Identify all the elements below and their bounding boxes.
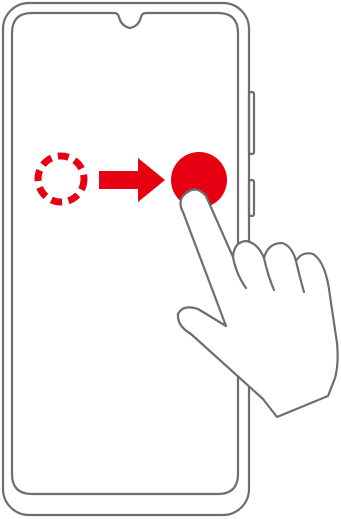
finger-line-3	[294, 259, 306, 294]
right-arrow-icon	[99, 158, 165, 202]
phone-power-button	[247, 178, 256, 218]
finger-line-2	[262, 256, 276, 292]
phone-screen	[10, 11, 240, 496]
hand-finger-lines	[231, 255, 306, 294]
pointing-hand-icon	[176, 188, 339, 419]
finger-line-1	[231, 255, 248, 290]
dashed-circle-icon	[34, 152, 88, 206]
phone-volume-button	[247, 90, 256, 156]
